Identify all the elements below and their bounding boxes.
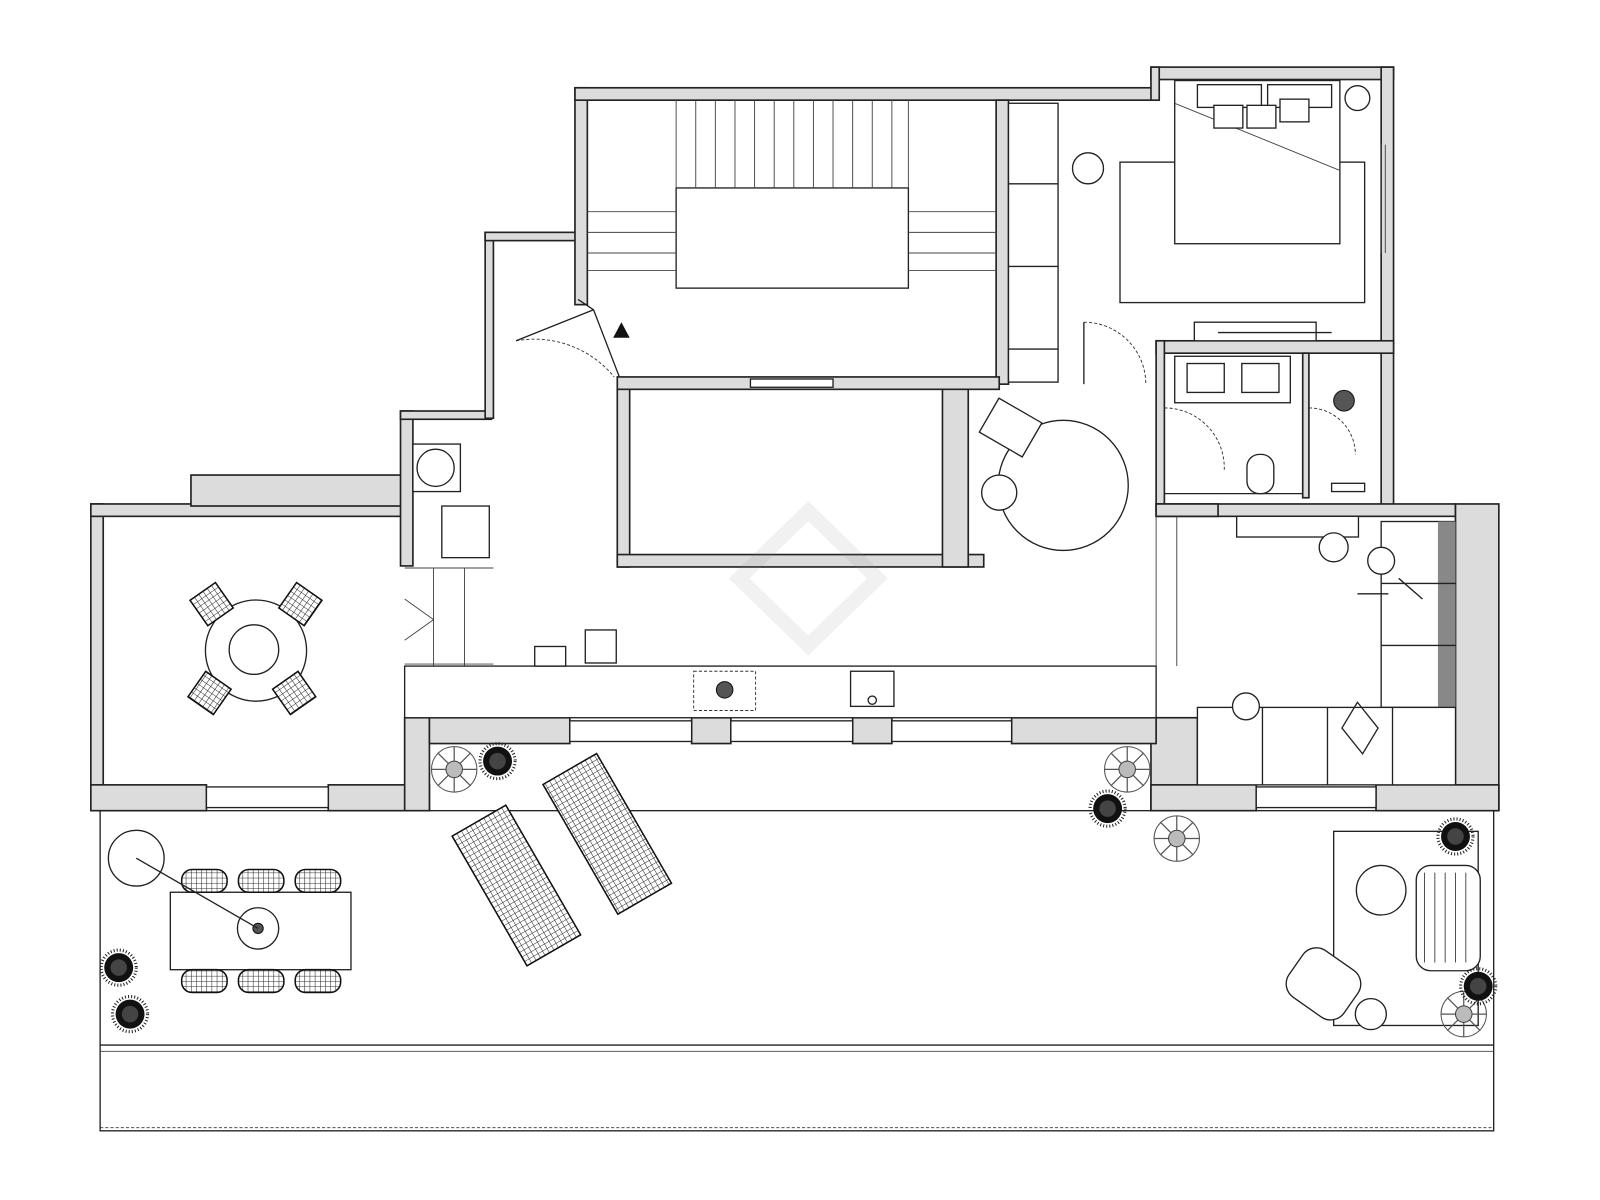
walls xyxy=(90,66,1500,812)
shrub-icon xyxy=(1459,967,1498,1006)
living-area xyxy=(978,397,1129,552)
terrace-furniture xyxy=(107,752,1481,1031)
chair xyxy=(188,581,235,627)
chair xyxy=(294,868,342,894)
chair xyxy=(294,968,342,994)
armchair xyxy=(978,397,1043,458)
chair xyxy=(180,868,228,894)
lounge-chair xyxy=(1285,947,1362,1021)
entry-door xyxy=(515,309,594,342)
palm-plant-icon xyxy=(1153,815,1201,862)
wardrobe xyxy=(1007,102,1059,383)
palm-plant-icon xyxy=(1103,746,1151,793)
kitchen-counter xyxy=(403,516,1178,719)
stool xyxy=(534,645,567,667)
sun-lounger xyxy=(451,804,582,967)
toilet xyxy=(1246,453,1275,495)
entrance-marker-icon xyxy=(613,322,630,338)
cooktop xyxy=(693,670,757,711)
shrub-icon xyxy=(478,741,517,781)
watermark-logo xyxy=(728,501,888,656)
chair xyxy=(237,868,285,894)
storage xyxy=(404,443,494,667)
shrub-icon xyxy=(99,948,138,987)
shrub-icon xyxy=(110,995,150,1034)
terrace xyxy=(99,810,1495,1132)
chair xyxy=(237,968,285,994)
dining-room xyxy=(186,581,324,716)
staircase xyxy=(515,100,997,378)
bench xyxy=(1415,864,1481,972)
sun-lounger xyxy=(541,752,673,916)
shower-drain-icon xyxy=(1333,389,1355,412)
chair xyxy=(186,670,233,716)
windows xyxy=(205,378,1377,809)
stool xyxy=(584,629,617,664)
sofa xyxy=(1196,706,1457,786)
chair xyxy=(271,670,317,716)
palm-plant-icon xyxy=(430,746,478,793)
side-table xyxy=(981,474,1018,511)
shrub-icon xyxy=(1088,789,1127,828)
bedroom xyxy=(1007,79,1386,385)
bathroom xyxy=(1164,355,1366,495)
chair xyxy=(277,581,324,627)
right-room xyxy=(1196,515,1457,786)
chair xyxy=(180,968,228,994)
